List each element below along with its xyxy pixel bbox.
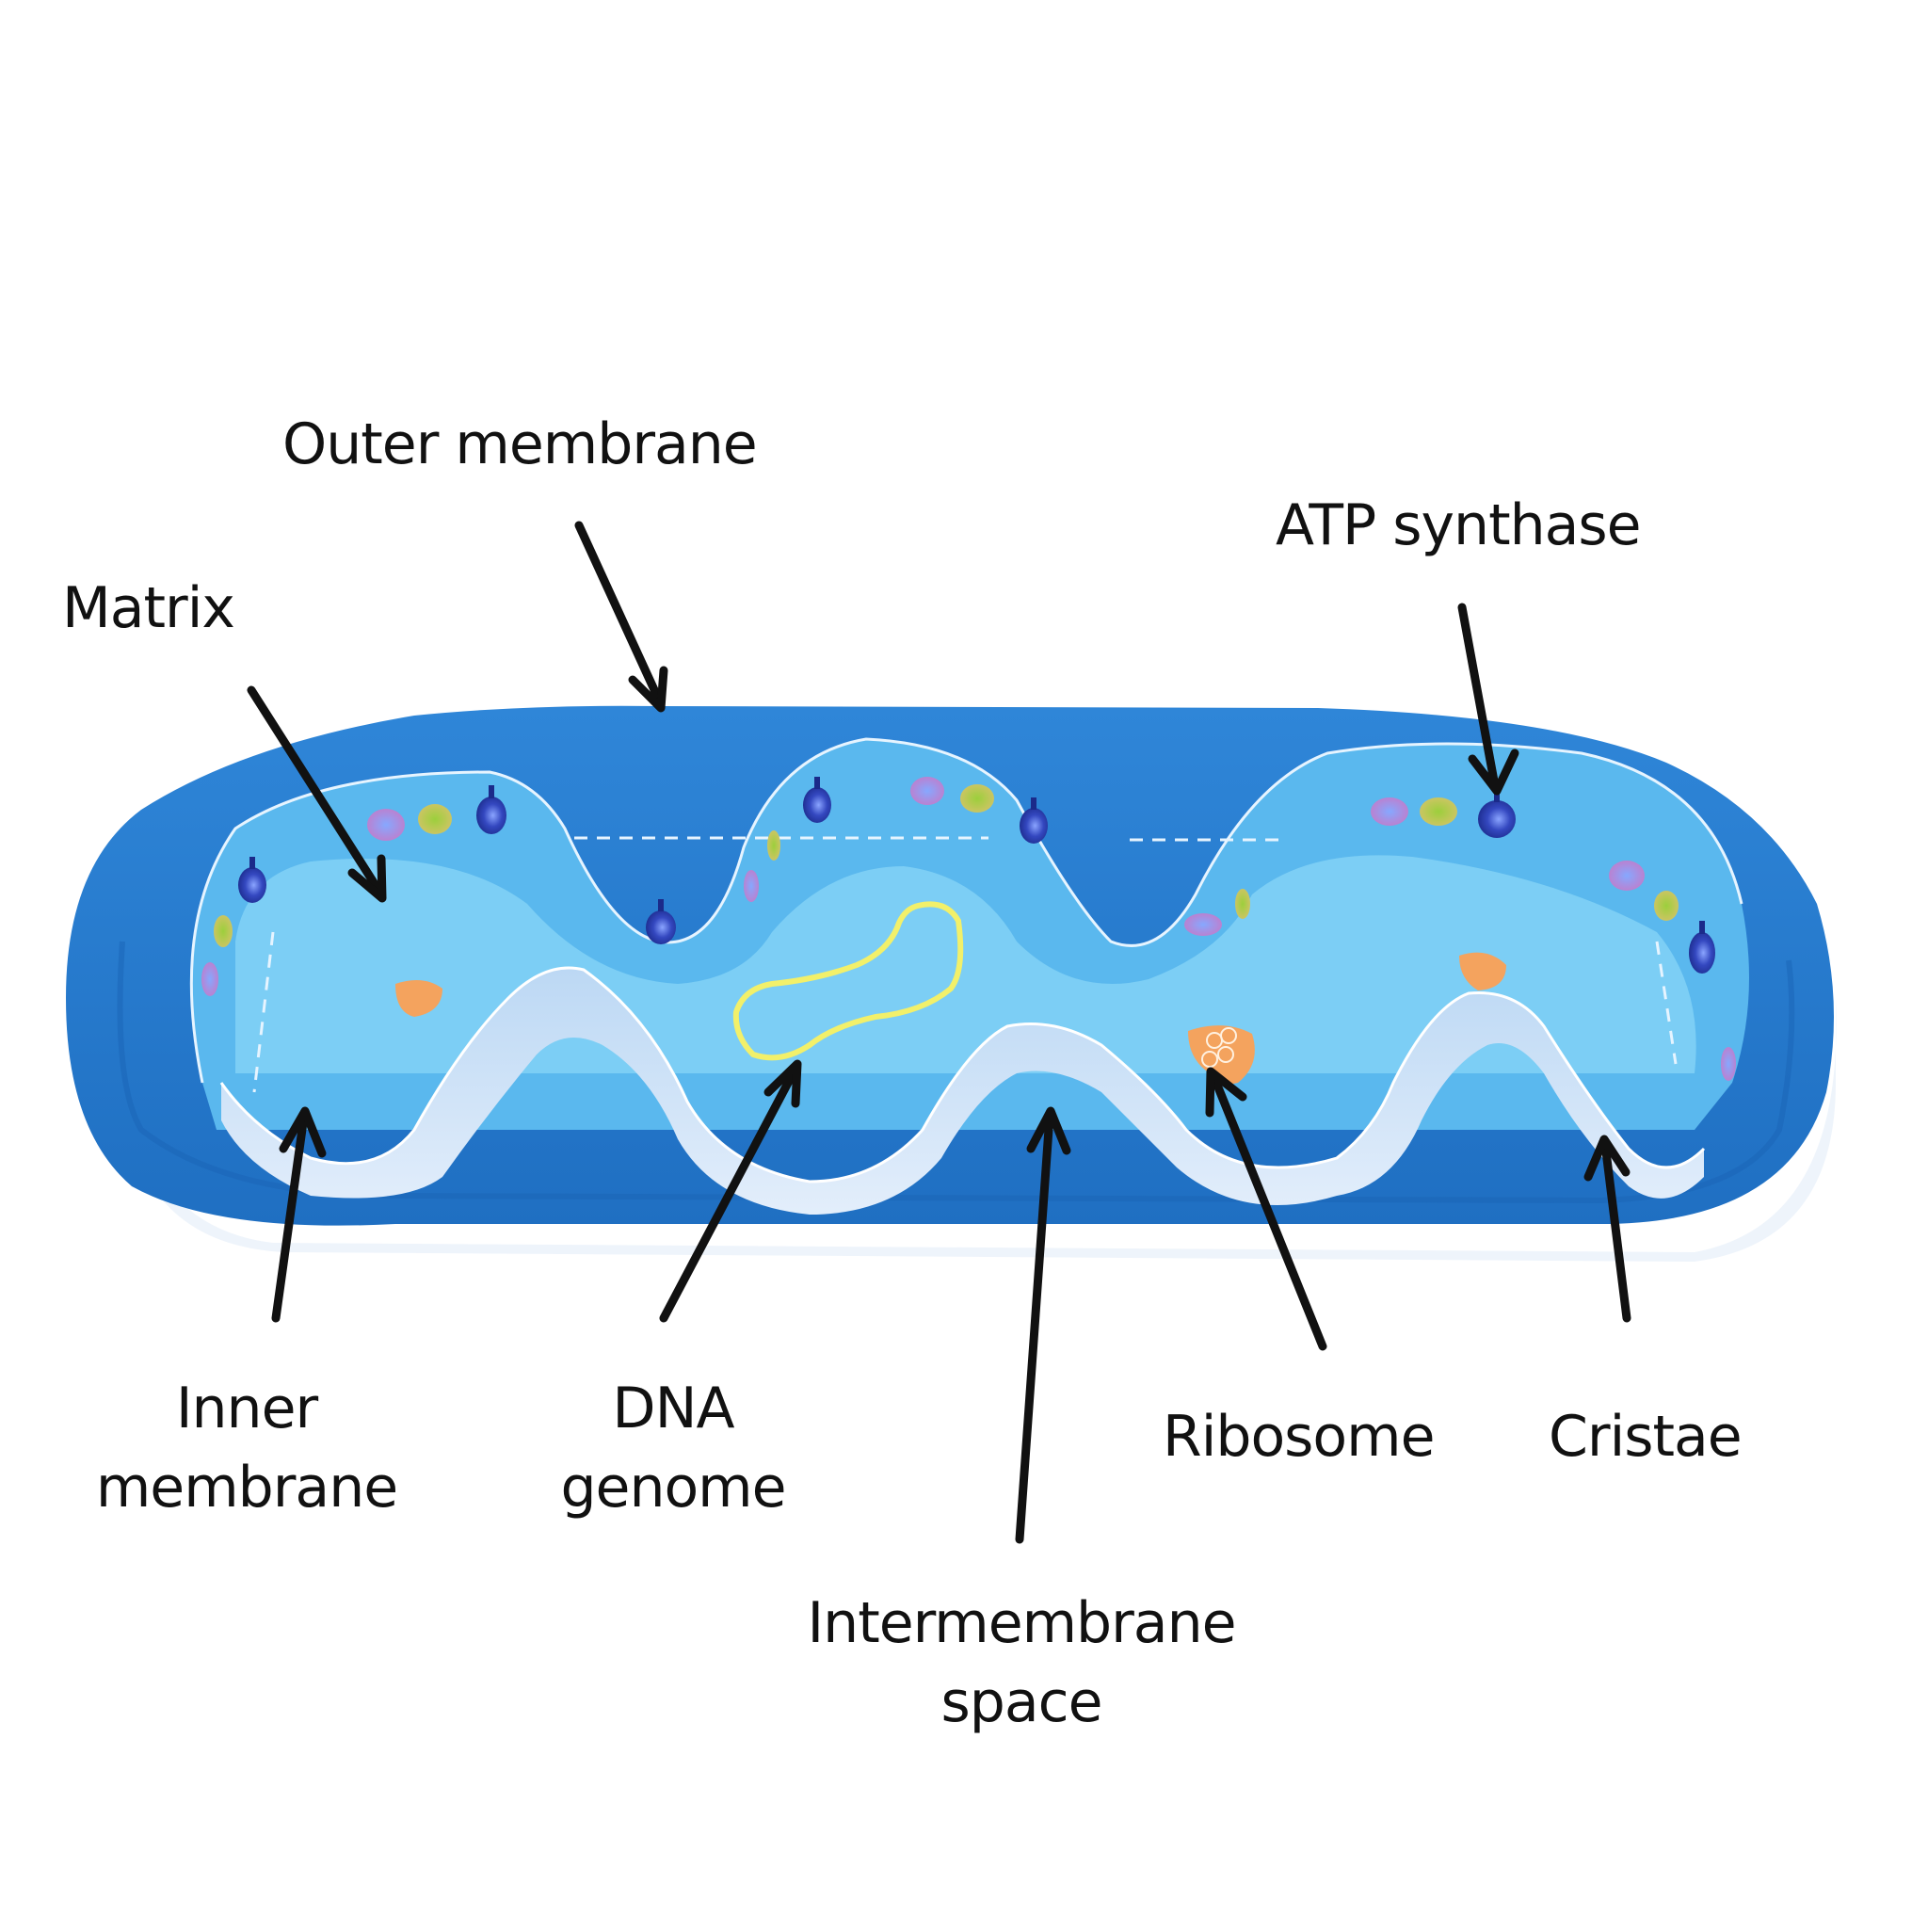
protein-pink bbox=[1371, 797, 1408, 826]
protein-green bbox=[1654, 891, 1679, 921]
protein-pink bbox=[910, 777, 944, 805]
protein-green bbox=[960, 784, 994, 813]
label-cristae: Cristae bbox=[1549, 1404, 1743, 1470]
protein-pink bbox=[1721, 1047, 1736, 1081]
ribosome-group bbox=[395, 952, 1506, 1085]
arrow-cristae bbox=[1583, 1135, 1631, 1323]
protein-pink bbox=[367, 809, 405, 841]
protein-green bbox=[418, 804, 452, 834]
protein-green bbox=[1420, 797, 1457, 826]
label-atp-synthase: ATP synthase bbox=[1276, 492, 1642, 558]
label-intermembrane-space: Intermembrane space bbox=[807, 1590, 1236, 1735]
arrow-matrix bbox=[247, 685, 387, 903]
label-dna-genome: DNA genome bbox=[560, 1376, 786, 1521]
atp-synthase bbox=[238, 857, 266, 903]
atp-synthase bbox=[1478, 789, 1516, 838]
atp-synthase-group bbox=[201, 777, 1736, 1081]
protein-pink bbox=[201, 962, 218, 996]
protein-pink bbox=[1609, 861, 1645, 891]
atp-synthase bbox=[803, 777, 831, 823]
protein-green bbox=[767, 830, 780, 861]
cristae bbox=[219, 966, 1706, 1215]
arrows bbox=[247, 521, 1631, 1544]
label-matrix: Matrix bbox=[62, 575, 235, 641]
arrow-intermembrane-space bbox=[1015, 1106, 1071, 1544]
arrow-ribosome bbox=[1205, 1067, 1327, 1351]
label-outer-membrane: Outer membrane bbox=[282, 411, 758, 477]
protein-green bbox=[214, 915, 233, 947]
dna-genome bbox=[732, 901, 964, 1061]
protein-pink bbox=[744, 870, 759, 902]
arrow-inner-membrane bbox=[271, 1106, 327, 1323]
label-inner-membrane: Inner membrane bbox=[95, 1376, 398, 1521]
atp-synthase bbox=[1020, 797, 1048, 844]
arrow-dna-genome bbox=[659, 1059, 802, 1323]
protein-green bbox=[1235, 889, 1250, 919]
atp-synthase bbox=[476, 785, 506, 834]
protein-pink bbox=[1184, 913, 1222, 936]
atp-synthase bbox=[1689, 921, 1715, 974]
label-ribosome: Ribosome bbox=[1163, 1404, 1435, 1470]
atp-synthase bbox=[646, 899, 676, 944]
arrow-outer-membrane bbox=[574, 521, 668, 713]
arrow-atp-synthase bbox=[1457, 603, 1519, 796]
